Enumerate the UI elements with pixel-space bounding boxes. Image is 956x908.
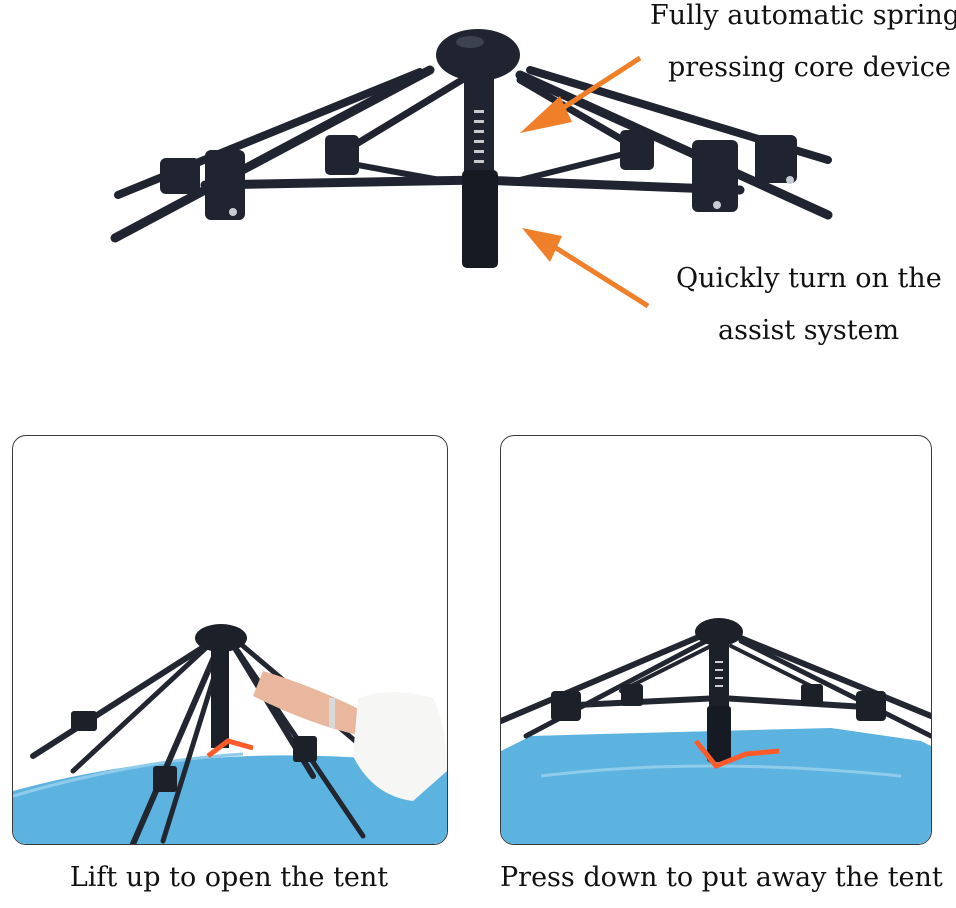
callout-spring-line1: Fully automatic spring	[650, 0, 956, 31]
lift-open-photo	[13, 624, 447, 844]
callout-assist-line2: assist system	[718, 315, 900, 346]
panel-press-close	[500, 435, 932, 845]
tent-frame-hub-illustration	[110, 29, 833, 309]
arrow-to-assist	[522, 228, 650, 309]
caption-press-close: Press down to put away the tent	[500, 862, 943, 893]
panel-lift-open	[12, 435, 448, 845]
arrow-to-spring	[520, 55, 642, 133]
callout-assist-line1: Quickly turn on the	[676, 263, 942, 294]
callout-spring-line2: pressing core device	[668, 52, 951, 83]
caption-lift-open: Lift up to open the tent	[69, 862, 389, 893]
press-close-photo	[501, 618, 931, 844]
